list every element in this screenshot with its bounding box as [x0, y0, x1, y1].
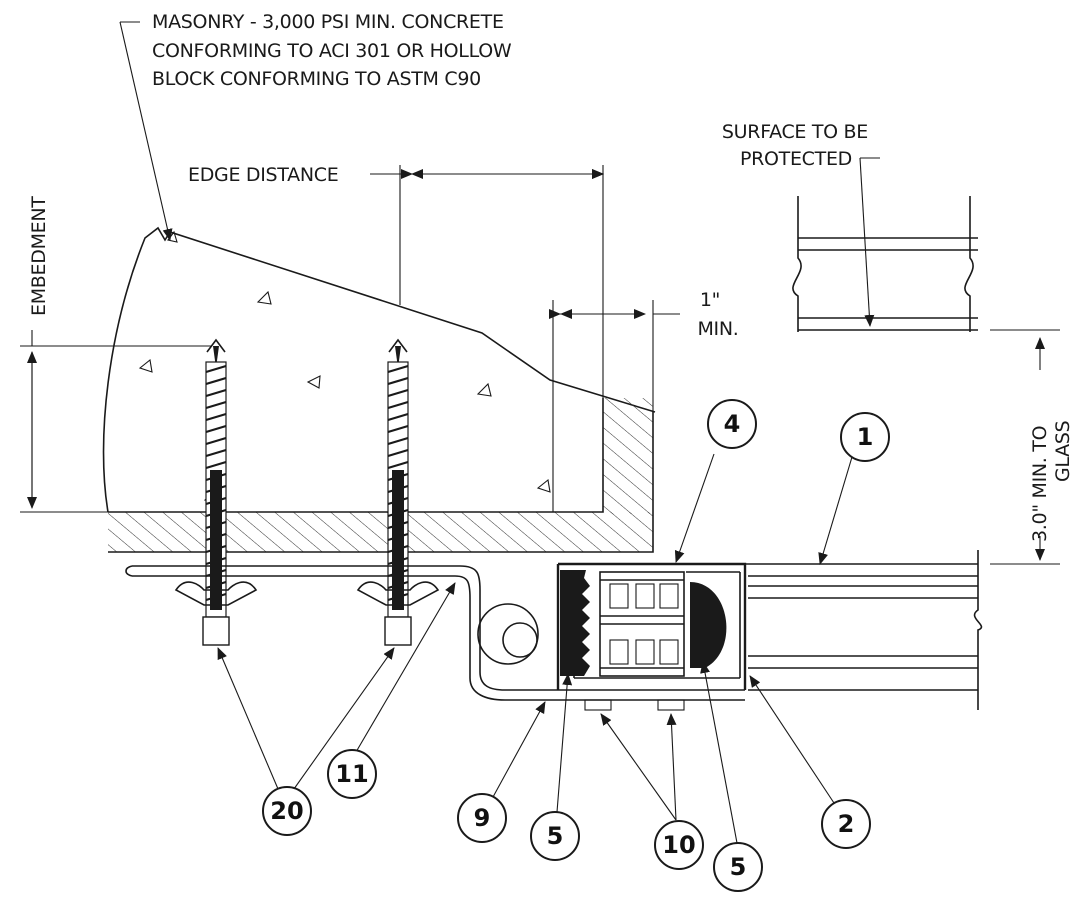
callout-10-label: 10 — [662, 831, 695, 859]
edge-distance-label: EDGE DISTANCE — [188, 164, 338, 186]
screw-anchor-left — [174, 338, 258, 646]
callout-4: 4 — [707, 399, 757, 449]
callout-11-label: 11 — [335, 760, 368, 788]
mounting-angle — [125, 565, 745, 711]
callout-9: 9 — [457, 793, 507, 843]
callout-11: 11 — [327, 749, 377, 799]
note-masonry-line-3: BLOCK CONFORMING TO ASTM C90 — [152, 68, 481, 90]
note-surface-line-2: PROTECTED — [740, 148, 852, 170]
callout-5-left-label: 5 — [547, 822, 564, 850]
masonry-substrate — [102, 226, 656, 553]
glazing-retainer — [556, 562, 747, 690]
note-masonry: MASONRY - 3,000 PSI MIN. CONCRETE CONFOR… — [152, 11, 512, 90]
callout-2-label: 2 — [838, 810, 855, 838]
callout-20: 20 — [262, 786, 312, 836]
one-inch-label: 1" — [700, 289, 720, 311]
glass-clearance-line-1: 3.0" MIN. TO — [1029, 426, 1051, 542]
leader-lines — [119, 21, 880, 844]
dimension-lines — [20, 165, 1060, 565]
callout-5-left: 5 — [530, 811, 580, 861]
one-inch-min-label: MIN. — [697, 318, 738, 340]
screw-anchor-right — [356, 338, 440, 646]
note-surface: SURFACE TO BE PROTECTED — [722, 121, 868, 170]
note-surface-line-1: SURFACE TO BE — [722, 121, 868, 143]
callout-5-right: 5 — [713, 842, 763, 892]
glass-clearance-line-2: GLASS — [1052, 421, 1072, 482]
glass-panel — [745, 550, 983, 710]
callout-9-label: 9 — [474, 804, 491, 832]
protected-surface-section — [792, 196, 978, 332]
callout-1: 1 — [840, 412, 890, 462]
note-masonry-line-2: CONFORMING TO ACI 301 OR HOLLOW — [152, 40, 512, 62]
callout-1-label: 1 — [857, 423, 874, 451]
callout-2: 2 — [821, 799, 871, 849]
callout-4-label: 4 — [724, 410, 741, 438]
embedment-label: EMBEDMENT — [28, 196, 50, 316]
callout-20-label: 20 — [270, 797, 303, 825]
callout-10: 10 — [654, 820, 704, 870]
callout-5-right-label: 5 — [730, 853, 747, 881]
note-masonry-line-1: MASONRY - 3,000 PSI MIN. CONCRETE — [152, 11, 504, 33]
